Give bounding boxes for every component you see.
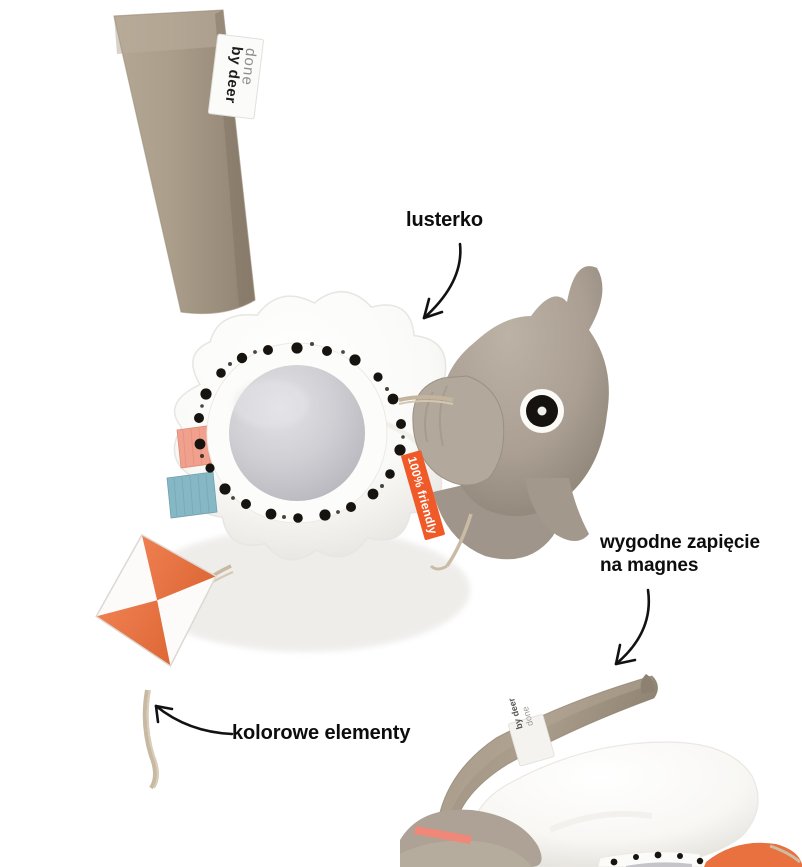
mirror-dot-ring [194, 342, 406, 523]
secondary-product-illustration: done by deer [400, 674, 802, 867]
annotation-arrow-lusterko [422, 242, 462, 320]
annotation-label-kolorowe: kolorowe elementy [232, 722, 411, 744]
kite-secondary [704, 842, 802, 867]
ribbon-teal [166, 471, 218, 519]
annotation-arrow-magnes [614, 588, 651, 666]
elephant-secondary [400, 809, 542, 867]
mirror-edge-secondary [597, 851, 704, 867]
annotation-label-magnes: wygodne zapięcie na magnes [600, 532, 760, 577]
product-shadow [140, 528, 470, 652]
brand-tag: done by deer [207, 33, 264, 120]
elephant [398, 266, 609, 571]
annotation-arrow-kolorowe [154, 704, 234, 736]
annotation-label-lusterko: lusterko [406, 209, 484, 231]
kite-toy [95, 533, 234, 790]
elephant-eye [520, 389, 564, 433]
svg-text:by deer: by deer [222, 45, 246, 104]
svg-text:done: done [238, 47, 260, 87]
main-product-illustration: done by deer [95, 9, 609, 790]
mirror-disc [194, 342, 406, 524]
magnetic-strap [439, 674, 658, 823]
cloud-body-secondary [471, 741, 759, 867]
